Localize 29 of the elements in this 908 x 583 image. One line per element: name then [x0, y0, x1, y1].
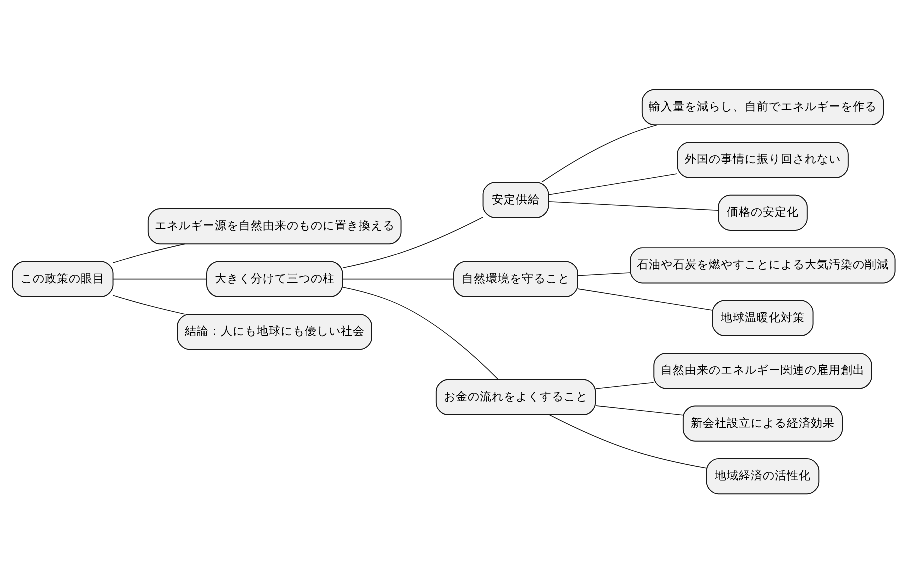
node-box: 新会社設立による経済効果 [682, 405, 844, 442]
connector [342, 216, 484, 268]
node-box: 石油や石炭を燃やすことによる大気汚染の削減 [630, 247, 896, 284]
connector [548, 200, 719, 211]
node-box: 地域経済の活性化 [706, 458, 820, 494]
connector [112, 294, 186, 314]
node-box: 安定供給 [482, 182, 550, 218]
connector [342, 286, 499, 380]
connector [342, 278, 454, 280]
connector [113, 278, 208, 280]
node-box: 価格の安定化 [718, 194, 808, 230]
connector [112, 243, 186, 263]
connector [578, 288, 714, 310]
node-box: 大きく分けて三つの柱 [206, 260, 344, 297]
node-box: 地球温暖化対策 [712, 300, 814, 336]
node-box: 輸入量を減らし、自前でエネルギーを作る [642, 88, 884, 126]
node-box: お金の流れをよくすること [436, 378, 596, 415]
node-box: 自然由来のエネルギー関連の雇用創出 [654, 352, 872, 389]
node-box: この政策の眼目 [12, 260, 114, 297]
connector [595, 382, 654, 389]
node-box: エネルギー源を自然由来のものに置き換える [148, 208, 402, 244]
node-box: 外国の事情に振り回されない [677, 142, 849, 178]
connector [542, 124, 658, 182]
connector [595, 405, 684, 416]
connector [548, 173, 678, 195]
connector [578, 272, 631, 276]
connector [549, 414, 708, 468]
node-box: 結論：人にも地球にも優しい社会 [177, 313, 372, 350]
node-box: 自然環境を守ること [454, 260, 578, 297]
